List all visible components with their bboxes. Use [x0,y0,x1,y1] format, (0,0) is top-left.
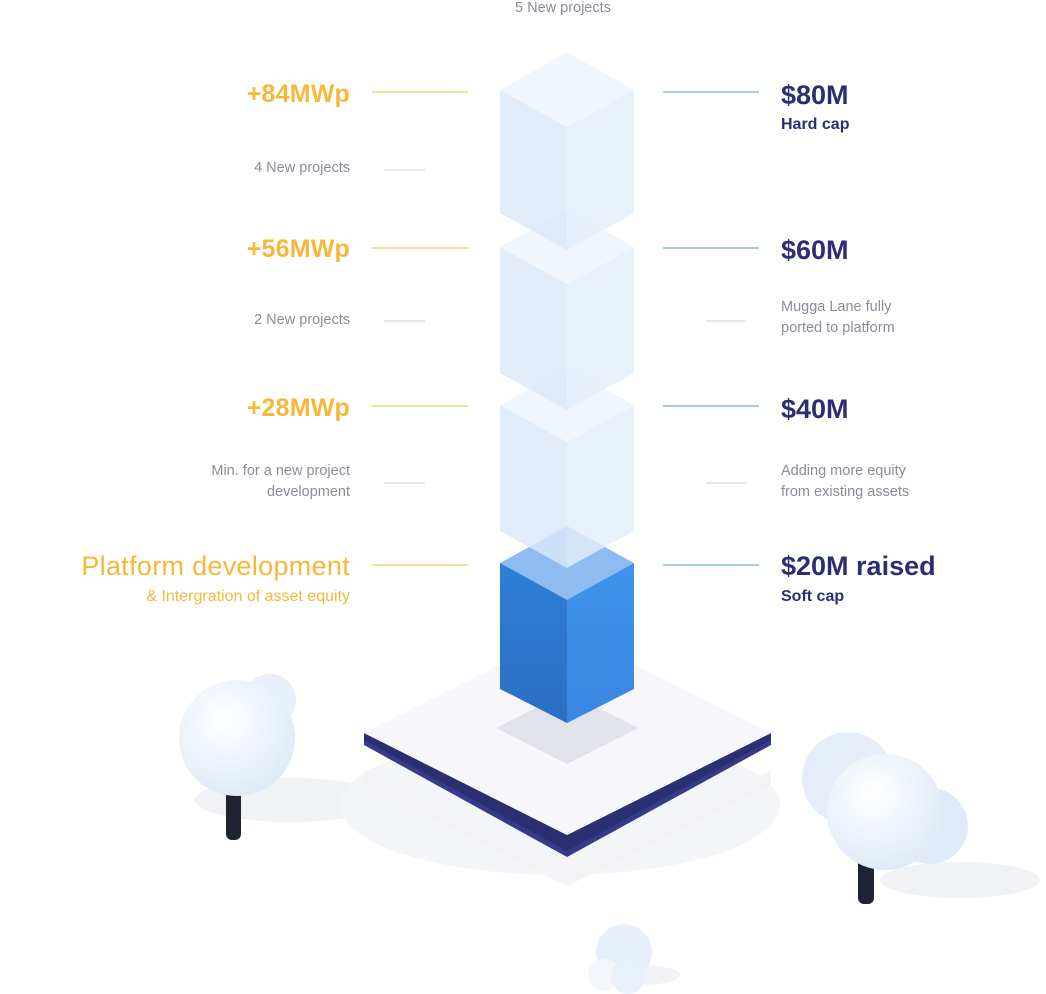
soft-cap-label: Soft cap [781,588,845,605]
note-4-new-projects: 4 New projects [254,160,350,176]
platform-base [364,631,771,886]
hard-cap-label: Hard cap [781,116,850,133]
mugga-lane-line-2: ported to platform [781,320,895,336]
label-40m: $40M [781,394,849,424]
platform-development-subtitle: & Intergration of asset equity [146,588,350,605]
cube-tower [500,52,634,723]
platform-development-title: Platform development [81,551,350,581]
tree-left [179,674,296,840]
top-note: 5 New projects [515,0,611,16]
note-min-project-line-2: development [266,484,350,500]
adding-equity-line-2: from existing assets [781,484,910,500]
label-60m: $60M [781,235,849,265]
note-2-new-projects: 2 New projects [254,312,350,328]
label-84mwp: +84MWp [246,80,350,108]
label-20m-raised: $20M raised [781,551,936,581]
note-min-project-line-1: Min. for a new project [211,463,350,479]
label-28mwp: +28MWp [246,394,350,422]
cube-level-4 [500,52,634,250]
adding-equity-line-1: Adding more equity [781,463,906,479]
mugga-lane-line-1: Mugga Lane fully [781,299,892,315]
tree-right [802,732,968,904]
label-80m: $80M [781,80,849,110]
platform-slot [496,692,638,764]
label-56mwp: +56MWp [246,235,350,263]
connector-lines [372,91,759,566]
bush-bottom [588,924,652,994]
